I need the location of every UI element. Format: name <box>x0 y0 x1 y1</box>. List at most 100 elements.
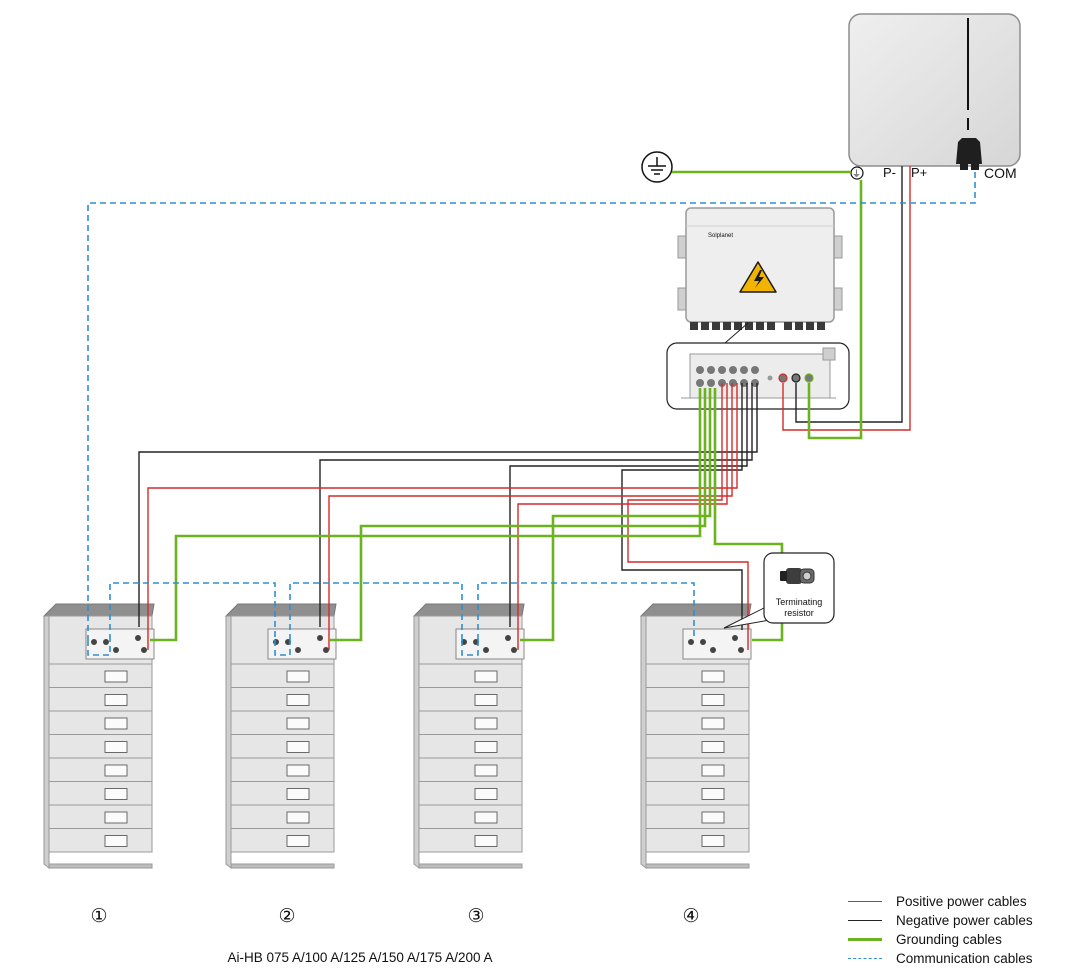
right-terminal-block <box>767 373 814 383</box>
battery-port-panel <box>455 628 525 660</box>
battery-module <box>645 663 750 688</box>
battery-module <box>48 710 153 735</box>
positive-cable-battery-1 <box>147 383 738 650</box>
battery-number-2: ② <box>278 906 295 927</box>
battery-module-handle <box>286 670 310 683</box>
battery-lid <box>42 603 155 617</box>
legend-item-grounding: Grounding cables <box>848 930 1063 949</box>
cable-gland <box>701 322 709 330</box>
terminal-com-label: COM <box>984 165 1017 181</box>
positive-cable-inverter <box>782 166 911 431</box>
battery-module <box>645 828 750 853</box>
communication-cables <box>87 172 976 656</box>
ground-cable-battery-4 <box>713 388 784 642</box>
battery-module-handle <box>104 694 128 706</box>
battery-module-handle <box>701 788 725 800</box>
negative-cable-battery-1 <box>138 383 758 627</box>
battery-module <box>48 687 153 712</box>
battery-module-handle <box>701 741 725 753</box>
cable-gland <box>723 322 731 330</box>
battery-module <box>48 781 153 806</box>
comm-cable-stub-3 <box>461 640 479 656</box>
battery-base <box>645 863 750 869</box>
comm-cable-stub-1 <box>87 640 111 656</box>
battery-numbers: ① ② ③ ④ <box>90 906 699 927</box>
battery-module-handle <box>104 764 128 777</box>
battery-module-handle <box>701 670 725 683</box>
ground-cable-inverter <box>807 180 863 440</box>
battery-lid <box>412 603 525 617</box>
legend-swatch-negative <box>848 920 882 921</box>
battery-module <box>645 687 750 712</box>
battery-base <box>230 863 335 869</box>
positive-power-cables <box>147 166 911 650</box>
battery-module <box>230 757 335 782</box>
com-connector-icon <box>956 138 982 164</box>
battery-module-handle <box>474 811 498 824</box>
battery-module <box>418 710 523 735</box>
battery-module <box>645 710 750 735</box>
cable-gland <box>795 322 803 330</box>
negative-cable-inverter <box>795 166 903 423</box>
legend-label-positive: Positive power cables <box>896 894 1027 909</box>
battery-module <box>48 757 153 782</box>
positive-cable-battery-2 <box>328 383 733 650</box>
battery-module-handle <box>104 670 128 683</box>
negative-cable-battery-3 <box>509 383 748 627</box>
positive-cable-battery-3 <box>517 383 728 650</box>
battery-module-handle <box>701 835 725 847</box>
negative-power-cables <box>138 166 903 630</box>
battery-module-handle <box>474 788 498 800</box>
battery-module <box>418 734 523 759</box>
battery-module <box>48 804 153 829</box>
legend-swatch-communication <box>848 958 882 959</box>
battery-module-handle <box>286 764 310 777</box>
battery-module <box>645 734 750 759</box>
battery-module <box>230 734 335 759</box>
battery-module-handle <box>286 788 310 800</box>
battery-module <box>230 663 335 688</box>
battery-module-handle <box>474 835 498 847</box>
cable-gland <box>690 322 698 330</box>
combiner-box-brand: Solplanet <box>708 233 733 239</box>
battery-module <box>418 804 523 829</box>
battery-module-handle <box>104 741 128 753</box>
terminal-p-plus-label: P+ <box>911 165 927 180</box>
battery-module-handle <box>286 717 310 730</box>
model-caption-container: Ai-HB 075 A/100 A/125 A/150 A/175 A/200 … <box>0 950 720 965</box>
battery-module <box>230 710 335 735</box>
battery-module-handle <box>286 835 310 847</box>
battery-module-handle <box>104 811 128 824</box>
cable-gland <box>767 322 775 330</box>
negative-cable-battery-4 <box>621 383 743 630</box>
grounding-cables <box>150 170 863 642</box>
cable-glands <box>690 322 825 330</box>
battery-module <box>418 781 523 806</box>
terminating-resistor-callout: Terminating resistor <box>723 552 835 629</box>
legend-item-communication: Communication cables <box>848 949 1063 968</box>
battery-module <box>48 734 153 759</box>
battery-module-handle <box>286 811 310 824</box>
battery-stack-2 <box>224 603 337 870</box>
combiner-box: Solplanet <box>677 207 843 330</box>
cable-gland <box>712 322 720 330</box>
terminating-resistor-icon <box>780 568 815 584</box>
battery-module <box>418 663 523 688</box>
negative-cable-battery-2 <box>319 383 753 627</box>
battery-module-handle <box>474 741 498 753</box>
inverter-ground-terminal: ⏚ <box>852 169 861 179</box>
battery-module-handle <box>104 717 128 730</box>
legend-item-positive: Positive power cables <box>848 892 1063 911</box>
terminal-detail-callout <box>666 322 850 410</box>
inverter-terminal-labels: ⏚ P- P+ COM <box>850 165 1017 181</box>
battery-module-handle <box>474 717 498 730</box>
battery-module-handle <box>286 741 310 753</box>
ground-cable-battery-1 <box>150 388 702 642</box>
battery-stacks <box>42 603 752 870</box>
legend-swatch-grounding <box>848 938 882 941</box>
cable-gland <box>806 322 814 330</box>
battery-module <box>418 828 523 853</box>
battery-module <box>418 757 523 782</box>
battery-module-handle <box>701 811 725 824</box>
battery-module <box>230 804 335 829</box>
